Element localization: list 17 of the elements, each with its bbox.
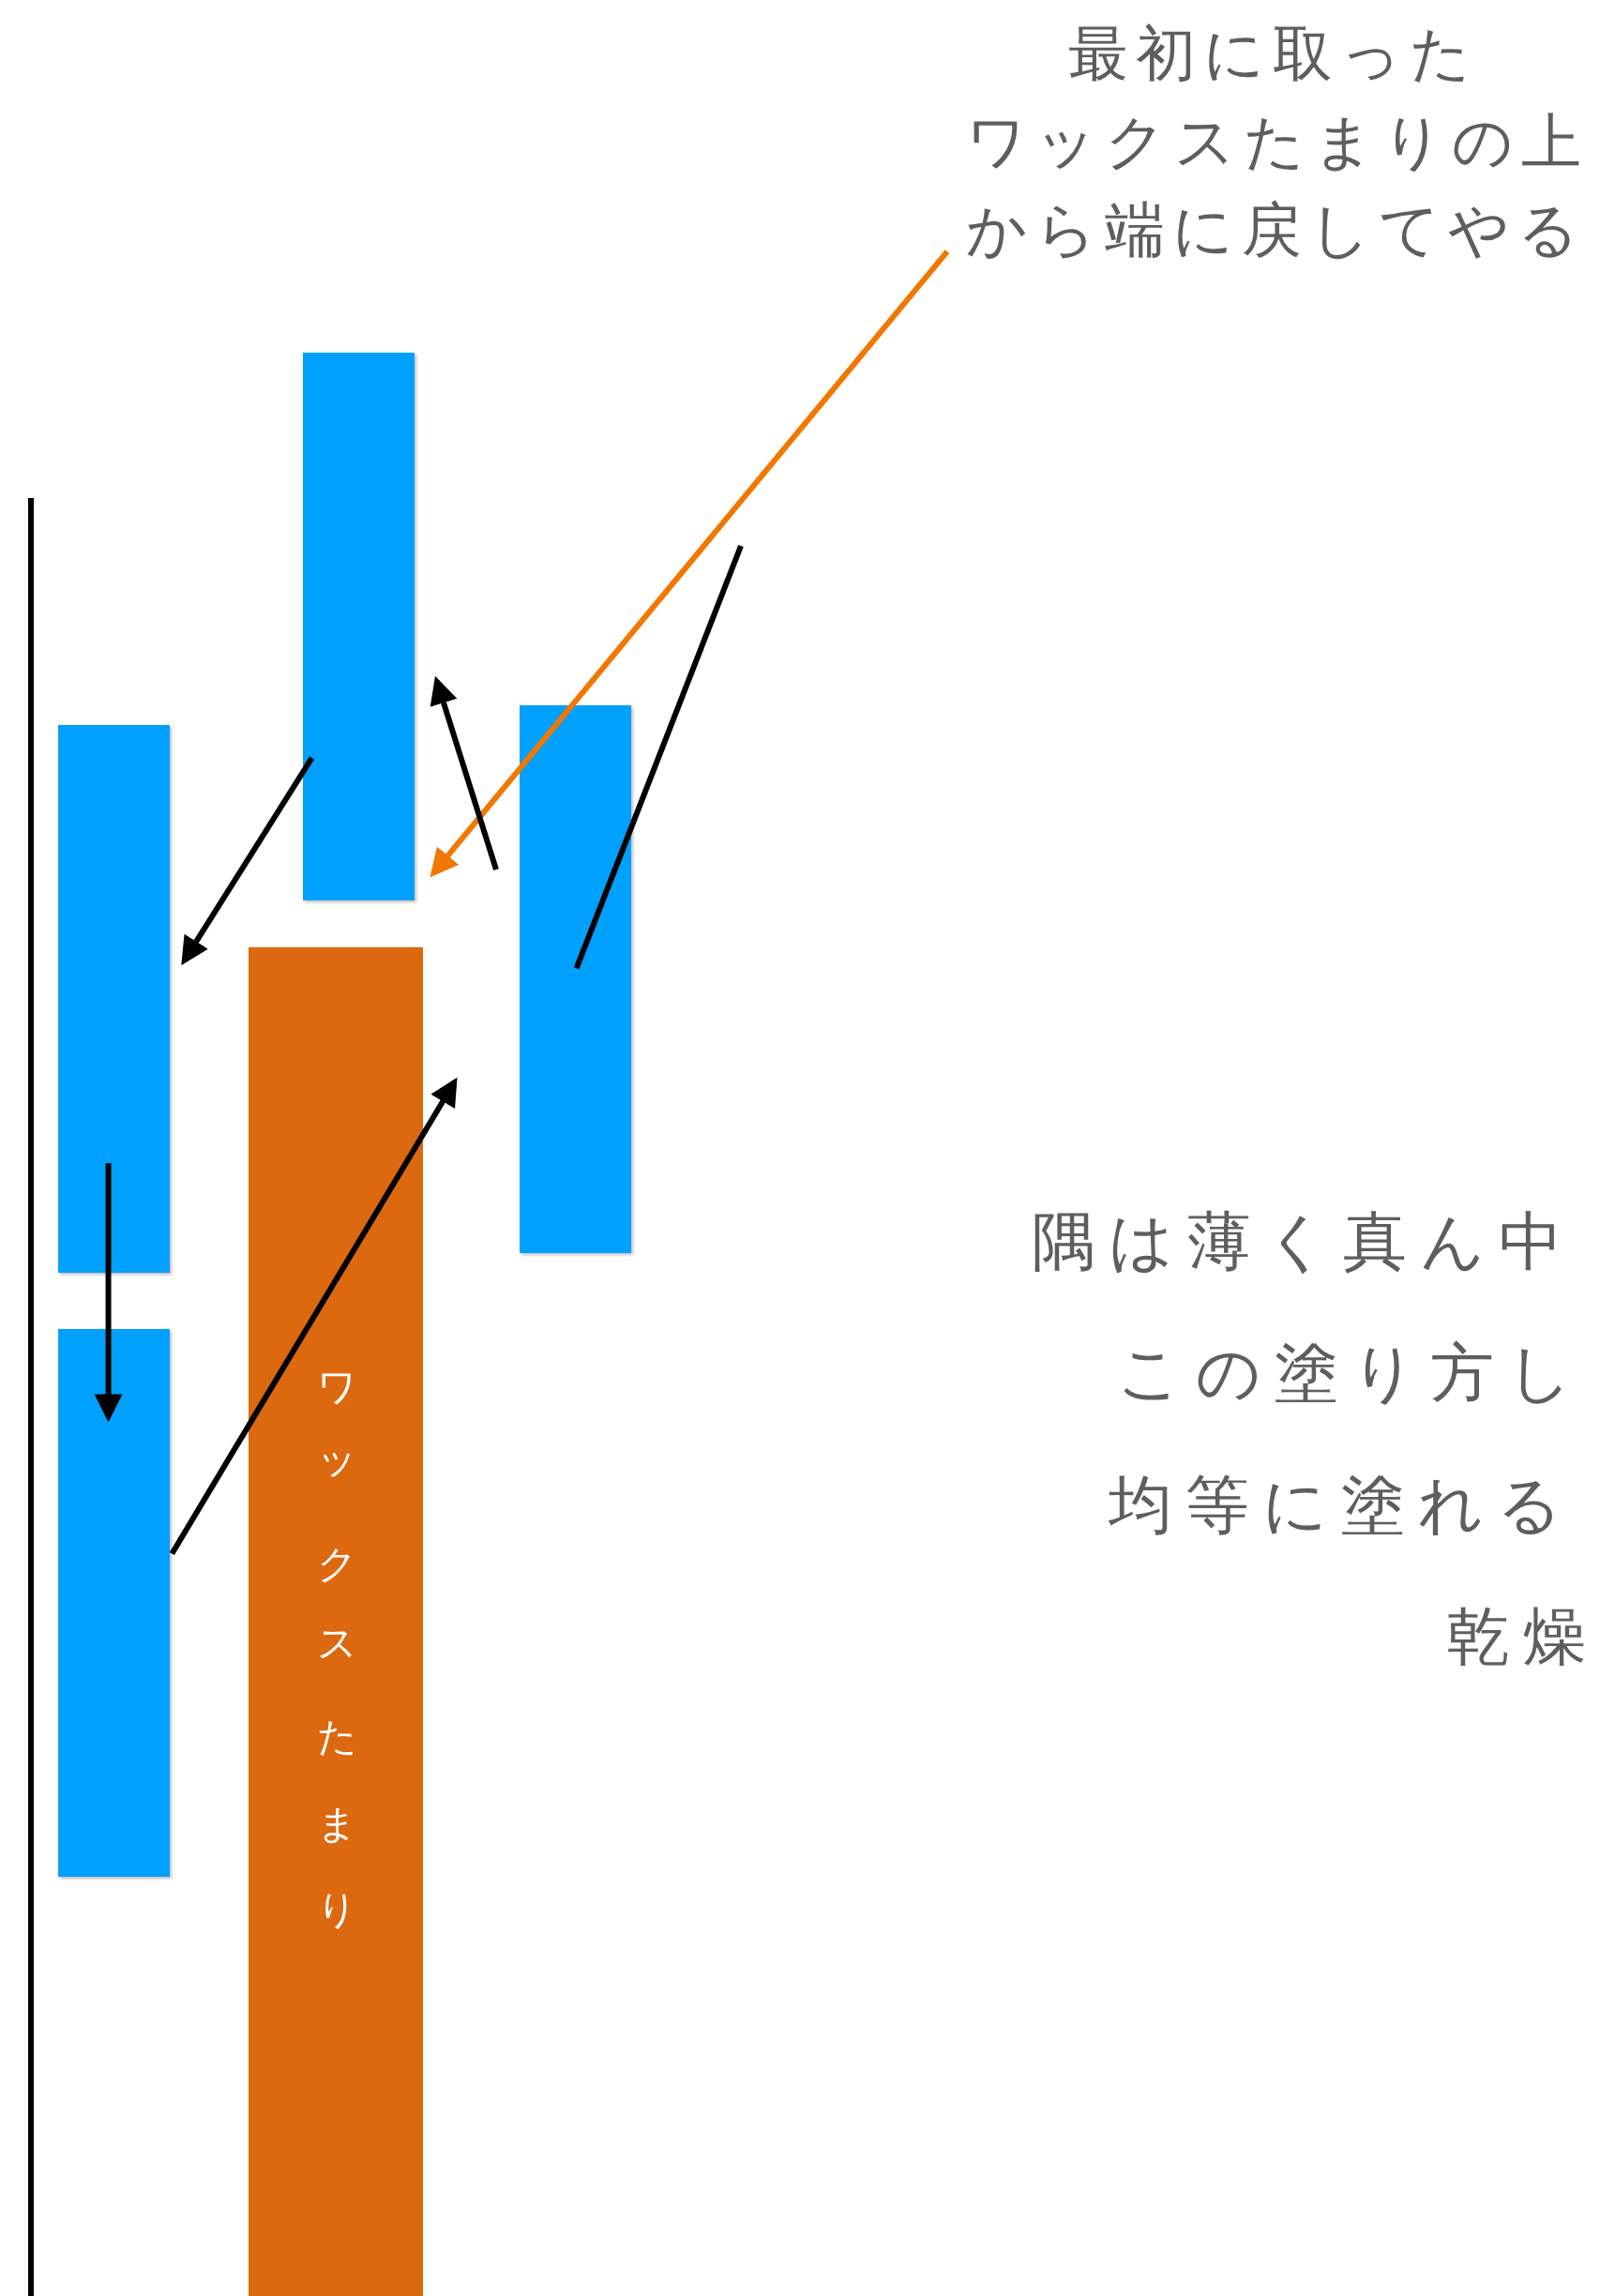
note-text: 乾燥 (1446, 1598, 1600, 1675)
wax-stroke-bar (520, 705, 631, 1253)
arrow (430, 675, 499, 871)
arrow (169, 1077, 458, 1555)
vertical-label: ワックスたまり (313, 1346, 361, 1951)
arrow (181, 756, 315, 966)
leader-arrow (430, 249, 950, 878)
note-text: 隅は薄く真ん中 (1032, 1203, 1576, 1280)
wax-stroke-bar (303, 353, 415, 900)
annotation-text: 最初に取ったワックスたまりの上から端に戻してやる (947, 9, 1600, 281)
stroke-line (573, 544, 744, 970)
arrow (94, 1163, 123, 1423)
wax-pool-bar (249, 947, 423, 2296)
wax-stroke-bar (58, 725, 170, 1273)
note-text: 均等に塗れる (1109, 1467, 1576, 1544)
wax-stroke-bar (58, 1329, 170, 1877)
note-text: この塗り方し (1117, 1335, 1586, 1412)
